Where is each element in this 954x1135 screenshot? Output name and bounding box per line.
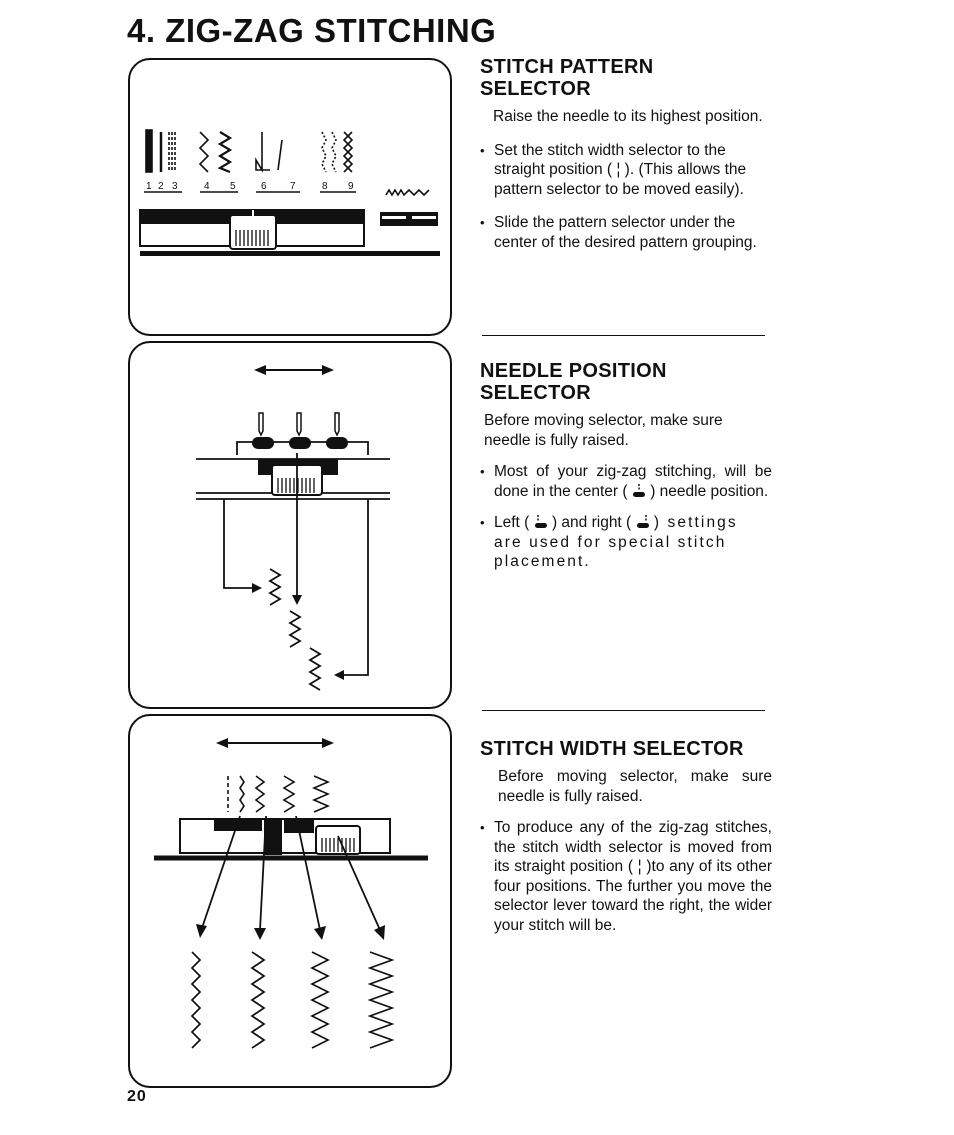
left-needle-icon	[534, 515, 548, 529]
section-divider	[482, 710, 765, 711]
pattern-number: 3	[172, 181, 178, 192]
needle-position-text: ) settings are used for special stitch p…	[494, 514, 738, 570]
stitch-width-list: To produce any of the zig-zag stitches, …	[480, 818, 772, 935]
needle-position-text: Left (	[494, 514, 530, 531]
center-needle-icon	[632, 483, 646, 498]
stitch-width-heading: STITCH WIDTH SELECTOR	[480, 738, 744, 760]
page-number: 20	[127, 1088, 147, 1105]
needle-position-section: NEEDLE POSITION SELECTOR Before moving s…	[480, 360, 772, 572]
stitch-width-intro: Before moving selector, make sure needle…	[498, 768, 772, 805]
pattern-number: 2	[158, 181, 164, 192]
list-item: To produce any of the zig-zag stitches, …	[480, 818, 772, 935]
stitch-pattern-illustration: 1 2 3 4 5 6 7 8 9	[128, 58, 452, 336]
right-needle-icon	[636, 515, 650, 529]
list-item: Set the stitch width selector to the str…	[480, 141, 772, 200]
needle-position-list: Most of your zig-zag stitching, will be …	[480, 462, 772, 572]
page-title: 4. ZIG-ZAG STITCHING	[127, 12, 497, 49]
pattern-number: 5	[230, 181, 236, 192]
stitch-pattern-list: Set the stitch width selector to the str…	[480, 141, 772, 253]
stitch-width-section: STITCH WIDTH SELECTOR Before moving sele…	[480, 738, 772, 935]
list-item: Left ( ) and right ( ) settings are used…	[480, 513, 772, 572]
list-item: Slide the pattern selector under the cen…	[480, 213, 772, 252]
pattern-number: 8	[322, 181, 328, 192]
pattern-number: 6	[261, 181, 267, 192]
needle-position-text: ) and right (	[551, 514, 632, 531]
stitch-width-illustration	[128, 714, 452, 1088]
pattern-number: 1	[146, 181, 152, 192]
pattern-number: 9	[348, 181, 354, 192]
needle-position-illustration	[128, 341, 452, 709]
needle-position-text: ) needle position.	[650, 482, 769, 500]
section-divider	[482, 335, 765, 336]
needle-position-intro: Before moving selector, make sure needle…	[484, 412, 723, 449]
pattern-number: 7	[290, 181, 296, 192]
stitch-pattern-intro: Raise the needle to its highest position…	[493, 108, 763, 125]
needle-position-text: Most of your zig-zag stitching, will be …	[494, 463, 772, 500]
pattern-number: 4	[204, 181, 210, 192]
stitch-pattern-section: STITCH PATTERN SELECTOR Raise the needle…	[480, 56, 772, 252]
stitch-pattern-heading: STITCH PATTERN SELECTOR	[480, 56, 654, 100]
list-item: Most of your zig-zag stitching, will be …	[480, 462, 772, 501]
needle-position-heading: NEEDLE POSITION SELECTOR	[480, 360, 667, 404]
